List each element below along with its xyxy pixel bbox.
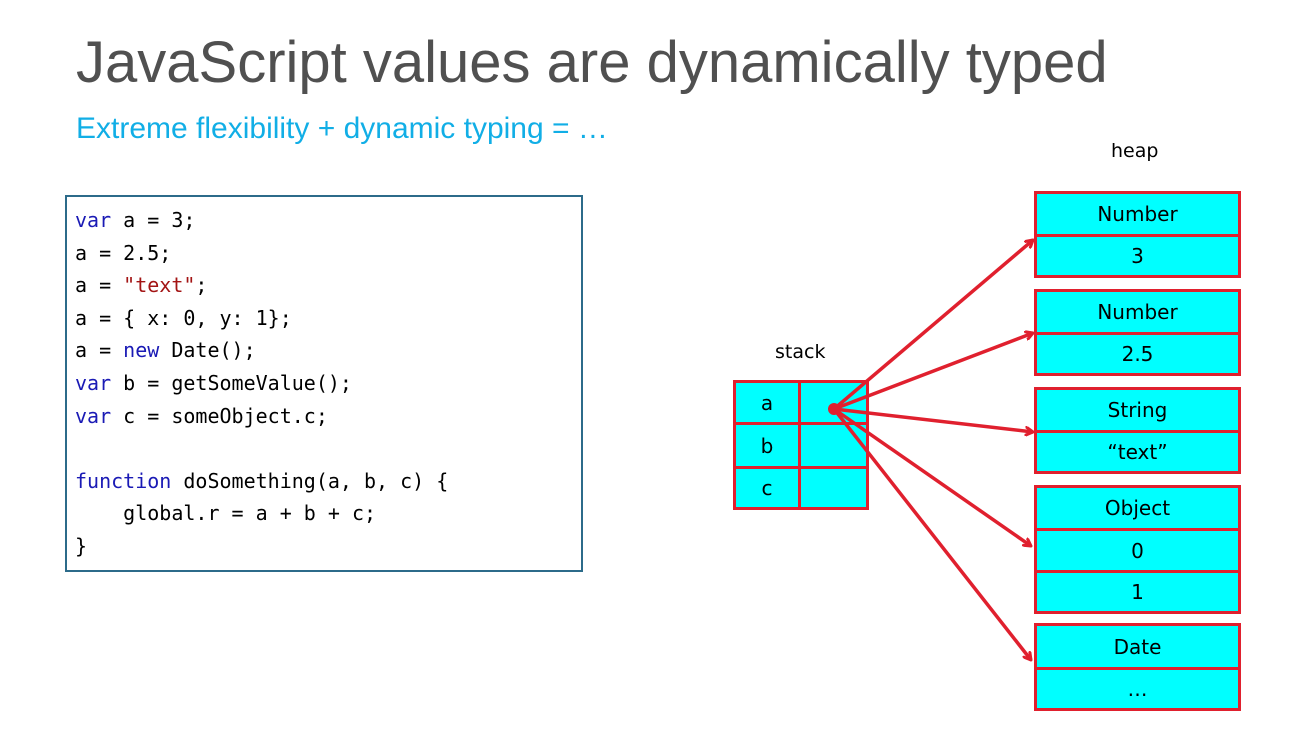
heap-string-value: “text” <box>1034 430 1241 474</box>
heap-number-3-value: 3 <box>1034 234 1241 278</box>
stack-var-a: a <box>733 380 801 425</box>
heap-date-type: Date <box>1034 623 1241 670</box>
heap-object-value-x: 0 <box>1034 528 1241 573</box>
heap-number-2-5-type: Number <box>1034 289 1241 335</box>
heap-date-value: … <box>1034 667 1241 711</box>
code-line: var a = 3; <box>75 208 196 232</box>
code-line: a = 2.5; <box>75 240 172 265</box>
stack-slot-b <box>798 422 869 469</box>
code-line: global.r = a + b + c; <box>75 501 377 526</box>
code-listing: var a = 3; a = 2.5; a = "text"; a = { x: 0,… <box>75 204 448 563</box>
heap-object-value-y: 1 <box>1034 570 1241 614</box>
heap-object-type: Object <box>1034 485 1241 531</box>
code-line: a = "text"; <box>75 273 208 298</box>
heap-label: heap <box>1111 140 1159 162</box>
code-panel <box>65 195 583 572</box>
heap-number-2-5-value: 2.5 <box>1034 332 1241 376</box>
code-line: a = new Date(); <box>75 338 256 363</box>
stack-var-b: b <box>733 422 801 469</box>
heap-string-type: String <box>1034 387 1241 433</box>
code-line <box>75 432 448 465</box>
stack-var-c: c <box>733 466 801 510</box>
heap-number-3-type: Number <box>1034 191 1241 237</box>
slide-subtitle: Extreme flexibility + dynamic typing = … <box>76 112 608 145</box>
code-line: var b = getSomeValue(); <box>75 370 352 395</box>
stack-label: stack <box>775 341 826 363</box>
code-line: } <box>75 533 88 558</box>
stack-slot-c <box>798 466 869 510</box>
stack-slot-a <box>798 380 869 425</box>
code-line: function doSomething(a, b, c) { <box>75 468 449 493</box>
code-line: var c = someObject.c; <box>75 403 328 428</box>
slide-title: JavaScript values are dynamically typed <box>76 30 1108 95</box>
code-line: a = { x: 0, y: 1}; <box>75 305 292 330</box>
